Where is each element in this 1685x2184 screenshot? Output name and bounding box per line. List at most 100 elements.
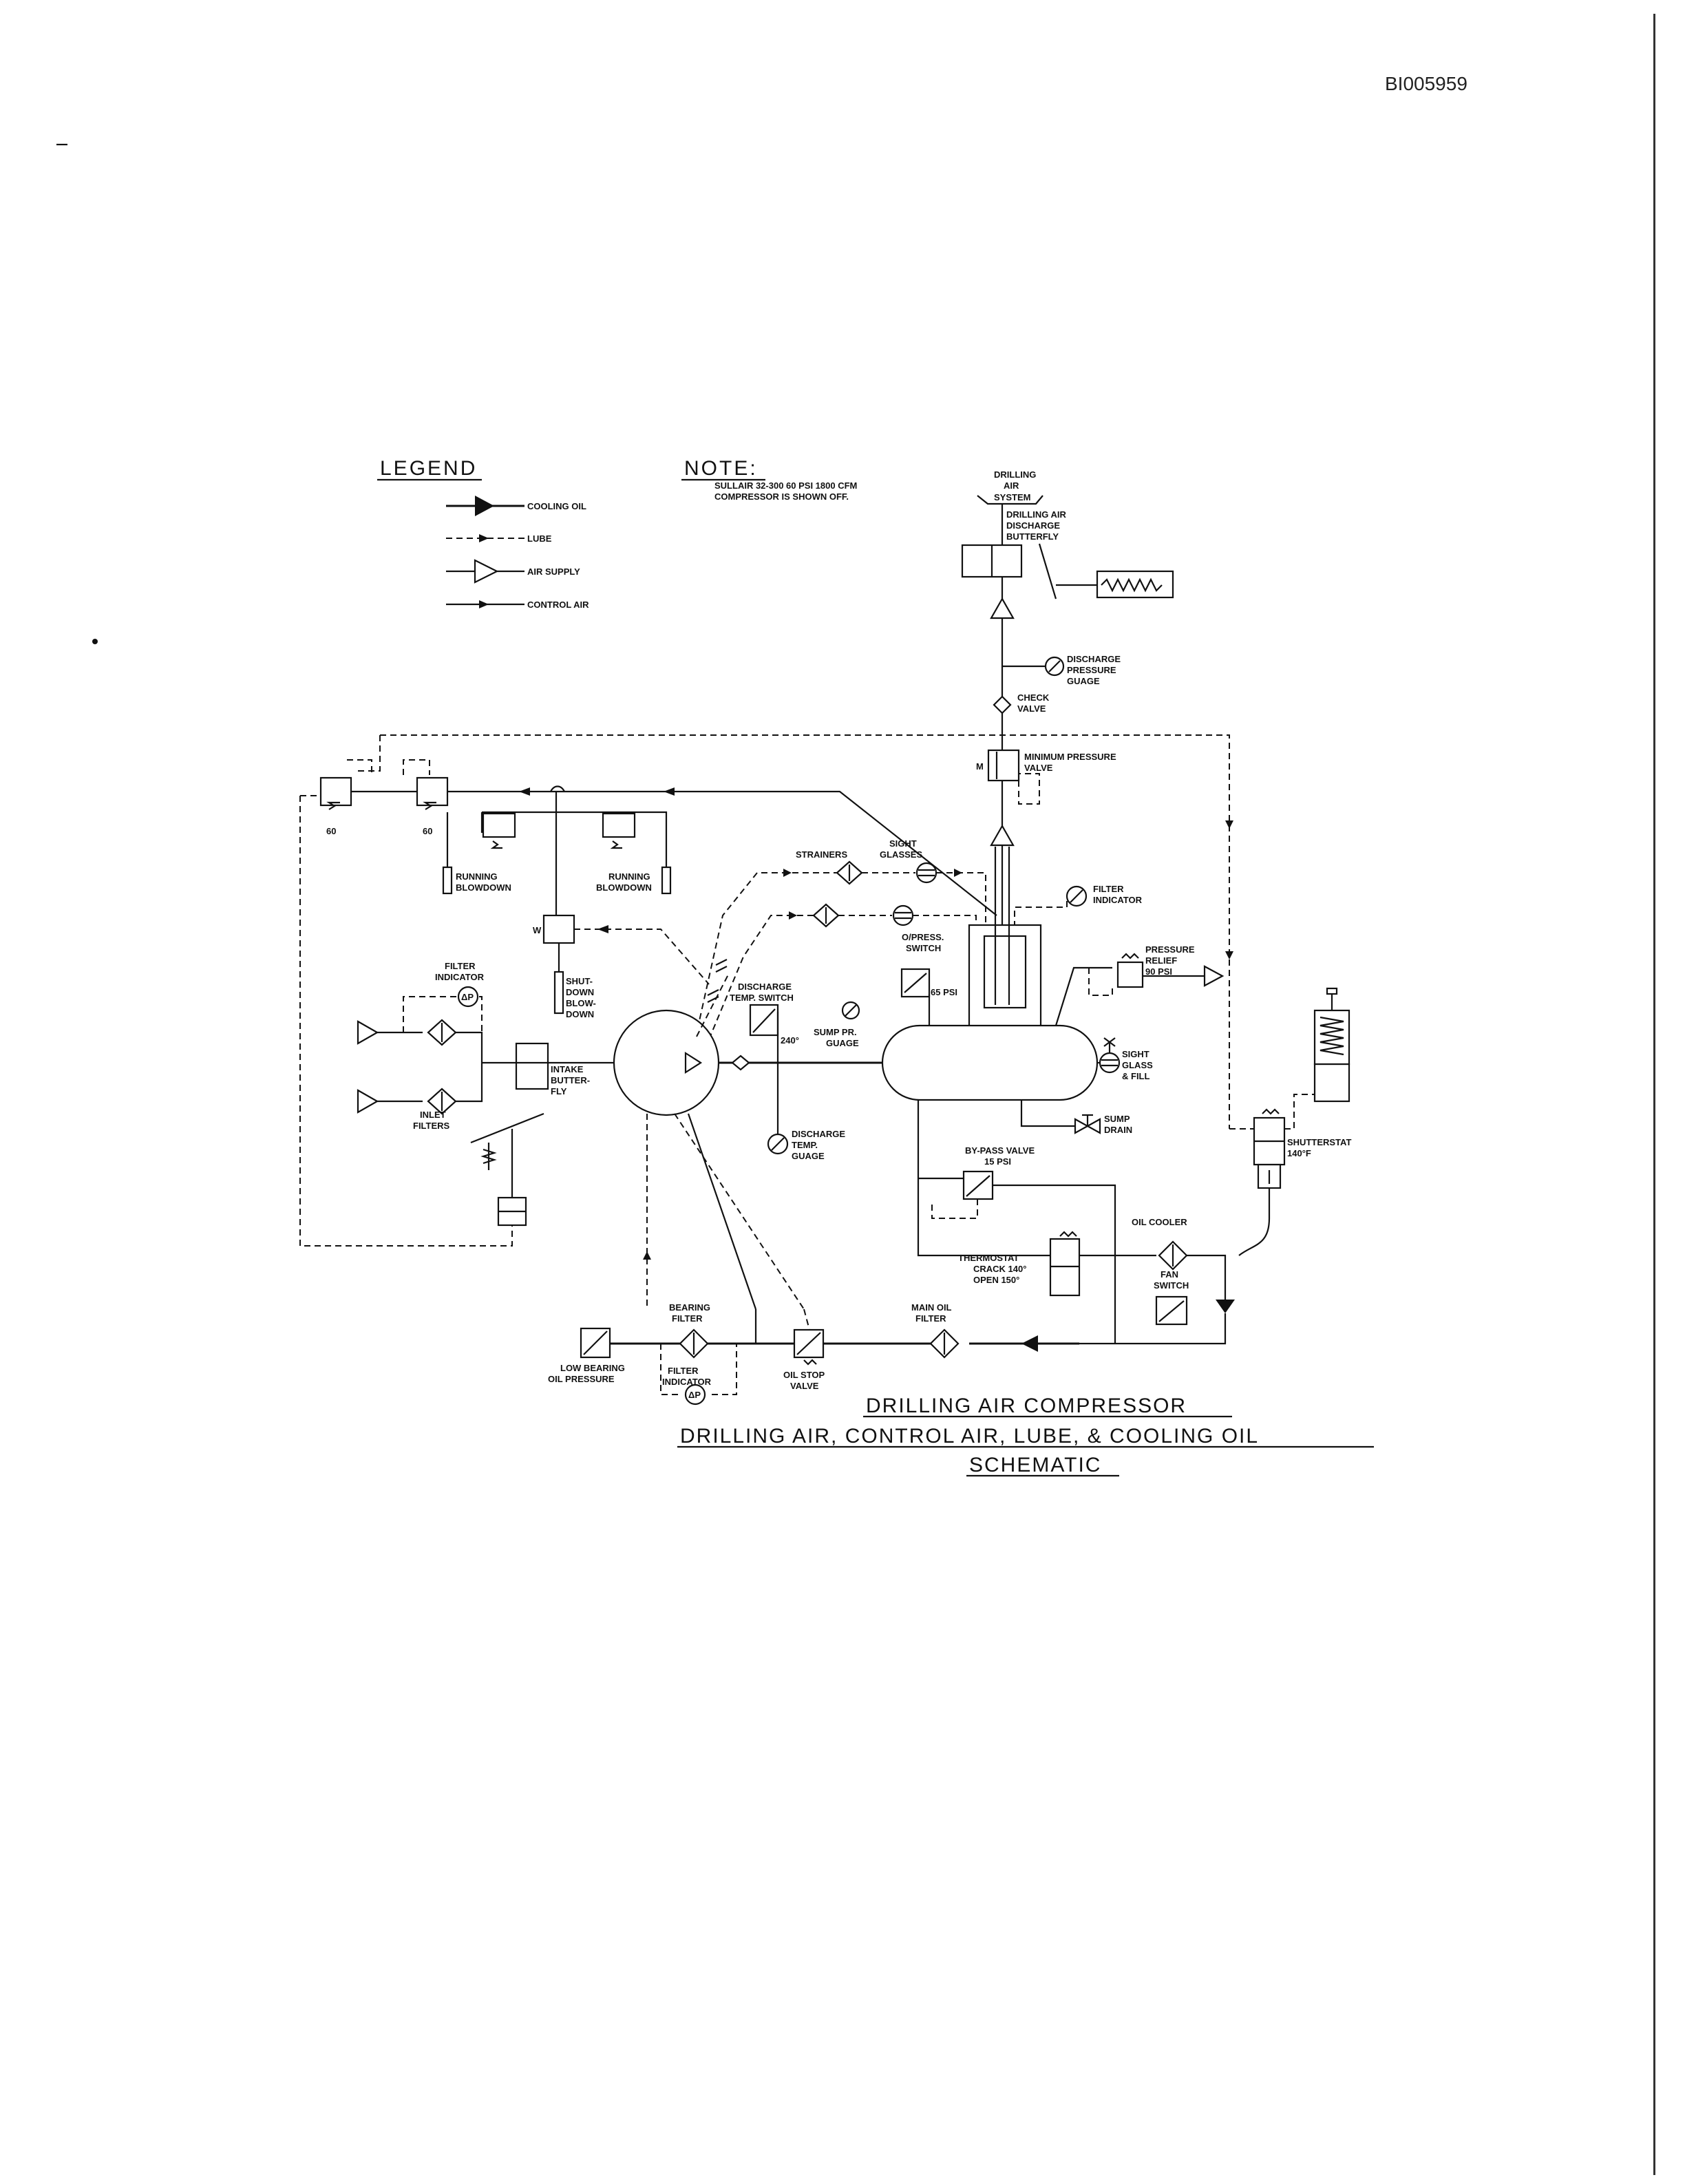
- sight-glasses-1: SIGHT: [889, 838, 917, 849]
- blowdown-muffler-left: [442, 866, 453, 895]
- title-block: DRILLING AIR COMPRESSOR DRILLING AIR, CO…: [677, 1395, 1374, 1477]
- regulator-right-setting: 60: [423, 826, 432, 836]
- legend-air-supply: AIR SUPPLY: [527, 566, 580, 577]
- note-line-1: SULLAIR 32-300 60 PSI 1800 CFM: [714, 480, 857, 491]
- note: NOTE: SULLAIR 32-300 60 PSI 1800 CFM COM…: [681, 457, 857, 502]
- sump-tank-vessel: [881, 1024, 1099, 1101]
- shutter-actuator-spring: [1313, 1009, 1350, 1066]
- page-edge-line: [1653, 14, 1655, 2175]
- drilling-air-system-3: SYSTEM: [994, 492, 1030, 502]
- check-valve-2: VALVE: [1017, 703, 1046, 714]
- oil-cooler-label: OIL COOLER: [1132, 1217, 1187, 1227]
- drilling-air-system-2: AIR: [1004, 480, 1019, 491]
- inlet-dp-symbol: ΔP: [461, 992, 474, 1002]
- strainers-sight-glasses: STRAINERS SIGHT GLASSES FILTER INDICATOR: [695, 838, 1143, 1040]
- running-blowdown-left-2: BLOWDOWN: [456, 882, 511, 893]
- filter-indicator-left-1: FILTER: [445, 961, 476, 971]
- discharge-temp-gauge-3: GUAGE: [792, 1151, 825, 1161]
- document-id: BI005959: [1385, 73, 1467, 94]
- filter-indicator-bottom-1: FILTER: [668, 1366, 699, 1376]
- filter-indicator-top-2: INDICATOR: [1093, 895, 1143, 905]
- sight-glass-fill-2: GLASS: [1122, 1060, 1153, 1070]
- sump-drain-valve: [1074, 1118, 1090, 1134]
- shutdown-w-mark: W: [533, 925, 542, 935]
- check-valve-1: CHECK: [1017, 692, 1050, 703]
- oil-stop-valve-1: OIL STOP: [783, 1370, 825, 1380]
- bearing-filter-2: FILTER: [672, 1313, 703, 1324]
- sump-pr-gauge-1: SUMP PR.: [814, 1027, 857, 1037]
- pressure-relief-2: RELIEF: [1145, 955, 1177, 966]
- discharge-temp-setting: 240°: [781, 1035, 799, 1046]
- running-blowdown-left-1: RUNNING: [456, 871, 498, 882]
- inlet-filters-2: FILTERS: [413, 1121, 450, 1131]
- compressor-air-end: [613, 1009, 720, 1116]
- running-blowdowns: RUNNING BLOWDOWN RUNNING BLOWDOWN: [442, 811, 672, 895]
- regulator-left-setting: 60: [326, 826, 336, 836]
- compressor-outlet-arrow: [684, 1051, 703, 1074]
- fan-switch-1: FAN: [1161, 1269, 1178, 1280]
- title-line-1: DRILLING AIR COMPRESSOR: [866, 1395, 1187, 1417]
- cooling-oil-circuit: BY-PASS VALVE 15 PSI THERMOSTAT CRACK 14…: [548, 1100, 1235, 1406]
- oil-stop-valve-2: VALVE: [790, 1381, 819, 1391]
- drilling-air-system-1: DRILLING: [994, 469, 1036, 480]
- sump-drain-2: DRAIN: [1104, 1125, 1132, 1135]
- shutdown-label-1: SHUT-: [566, 976, 593, 986]
- inlet-filters-1: INLET: [420, 1110, 446, 1120]
- intake-side: ΔP FILTER INDICATOR INLET FILTERS INTAKE…: [357, 961, 614, 1227]
- scan-marks: [56, 143, 98, 644]
- discharge-temp-gauge-1: DISCHARGE: [792, 1129, 845, 1139]
- mpv-spring-m: M: [976, 761, 984, 772]
- regulator-right: [416, 776, 449, 807]
- bearing-filter-dp-indicator: [684, 1383, 706, 1406]
- shutterstat: SHUTTERSTAT 140°F: [1229, 987, 1351, 1256]
- pressure-relief-3: 90 PSI: [1145, 966, 1172, 977]
- shutdown-label-4: DOWN: [566, 1009, 594, 1019]
- main-oil-filter-2: FILTER: [915, 1313, 946, 1324]
- lube-control-loop: [299, 734, 1233, 1247]
- running-blowdown-right-1: RUNNING: [608, 871, 650, 882]
- sight-glass-upper: [915, 862, 937, 884]
- sump-drain-1: SUMP: [1104, 1114, 1130, 1124]
- legend: LEGEND COOLING OIL LUBE AIR SUPPLY CONTR…: [377, 457, 589, 610]
- sump-pr-gauge-2: GUAGE: [826, 1038, 859, 1048]
- low-bearing-2: OIL PRESSURE: [548, 1374, 615, 1384]
- legend-cooling-oil: COOLING OIL: [527, 501, 586, 511]
- legend-title: LEGEND: [380, 457, 477, 480]
- separator-element: [983, 935, 1027, 1009]
- discharge-line: DRILLING AIR SYSTEM DRILLING AIR DISCHAR…: [961, 469, 1174, 1019]
- opress-switch-2: SWITCH: [906, 943, 941, 953]
- note-line-2: COMPRESSOR IS SHOWN OFF.: [714, 491, 849, 502]
- note-title: NOTE:: [684, 457, 758, 480]
- opress-setting: 65 PSI: [931, 987, 957, 997]
- inlet-filter-dp-indicator: [457, 986, 479, 1008]
- compressor-air-end: DISCHARGE TEMP. SWITCH 240° DISCHARGE TE…: [613, 959, 882, 1310]
- shutterstat-2: 140°F: [1287, 1148, 1311, 1158]
- discharge-temp-gauge-2: TEMP.: [792, 1140, 818, 1150]
- intake-butterfly-3: FLY: [551, 1086, 567, 1096]
- inlet-arrow-upper: [357, 1020, 379, 1045]
- discharge-temp-switch-1: DISCHARGE: [738, 982, 792, 992]
- running-blowdown-right-2: BLOWDOWN: [596, 882, 652, 893]
- shutdown-muffler: [553, 971, 564, 1015]
- legend-lube: LUBE: [527, 533, 552, 544]
- air-arrow-mid: [990, 824, 1015, 847]
- bypass-valve-2: 15 PSI: [984, 1156, 1011, 1167]
- fan-switch-2: SWITCH: [1154, 1280, 1189, 1291]
- low-bearing-1: LOW BEARING: [560, 1363, 625, 1373]
- shutdown-label-2: DOWN: [566, 987, 594, 997]
- sight-glass-fill: [1099, 1052, 1121, 1074]
- butterfly-label-1: DRILLING AIR: [1006, 509, 1067, 520]
- mpv-label-1: MINIMUM PRESSURE: [1024, 752, 1116, 762]
- bypass-valve-1: BY-PASS VALVE: [965, 1145, 1035, 1156]
- intake-butterfly: [515, 1042, 549, 1090]
- sight-glasses-2: GLASSES: [880, 849, 922, 860]
- mpv-label-2: VALVE: [1024, 763, 1053, 773]
- blowdown-muffler-right: [661, 866, 672, 895]
- sight-glass-fill-1: SIGHT: [1122, 1049, 1149, 1059]
- discharge-pressure-3: GUAGE: [1067, 676, 1100, 686]
- filter-indicator-bottom-2: INDICATOR: [662, 1377, 712, 1387]
- intake-butterfly-1: INTAKE: [551, 1064, 584, 1074]
- shutdown-blowdown: W SHUT- DOWN BLOW- DOWN: [533, 792, 710, 1019]
